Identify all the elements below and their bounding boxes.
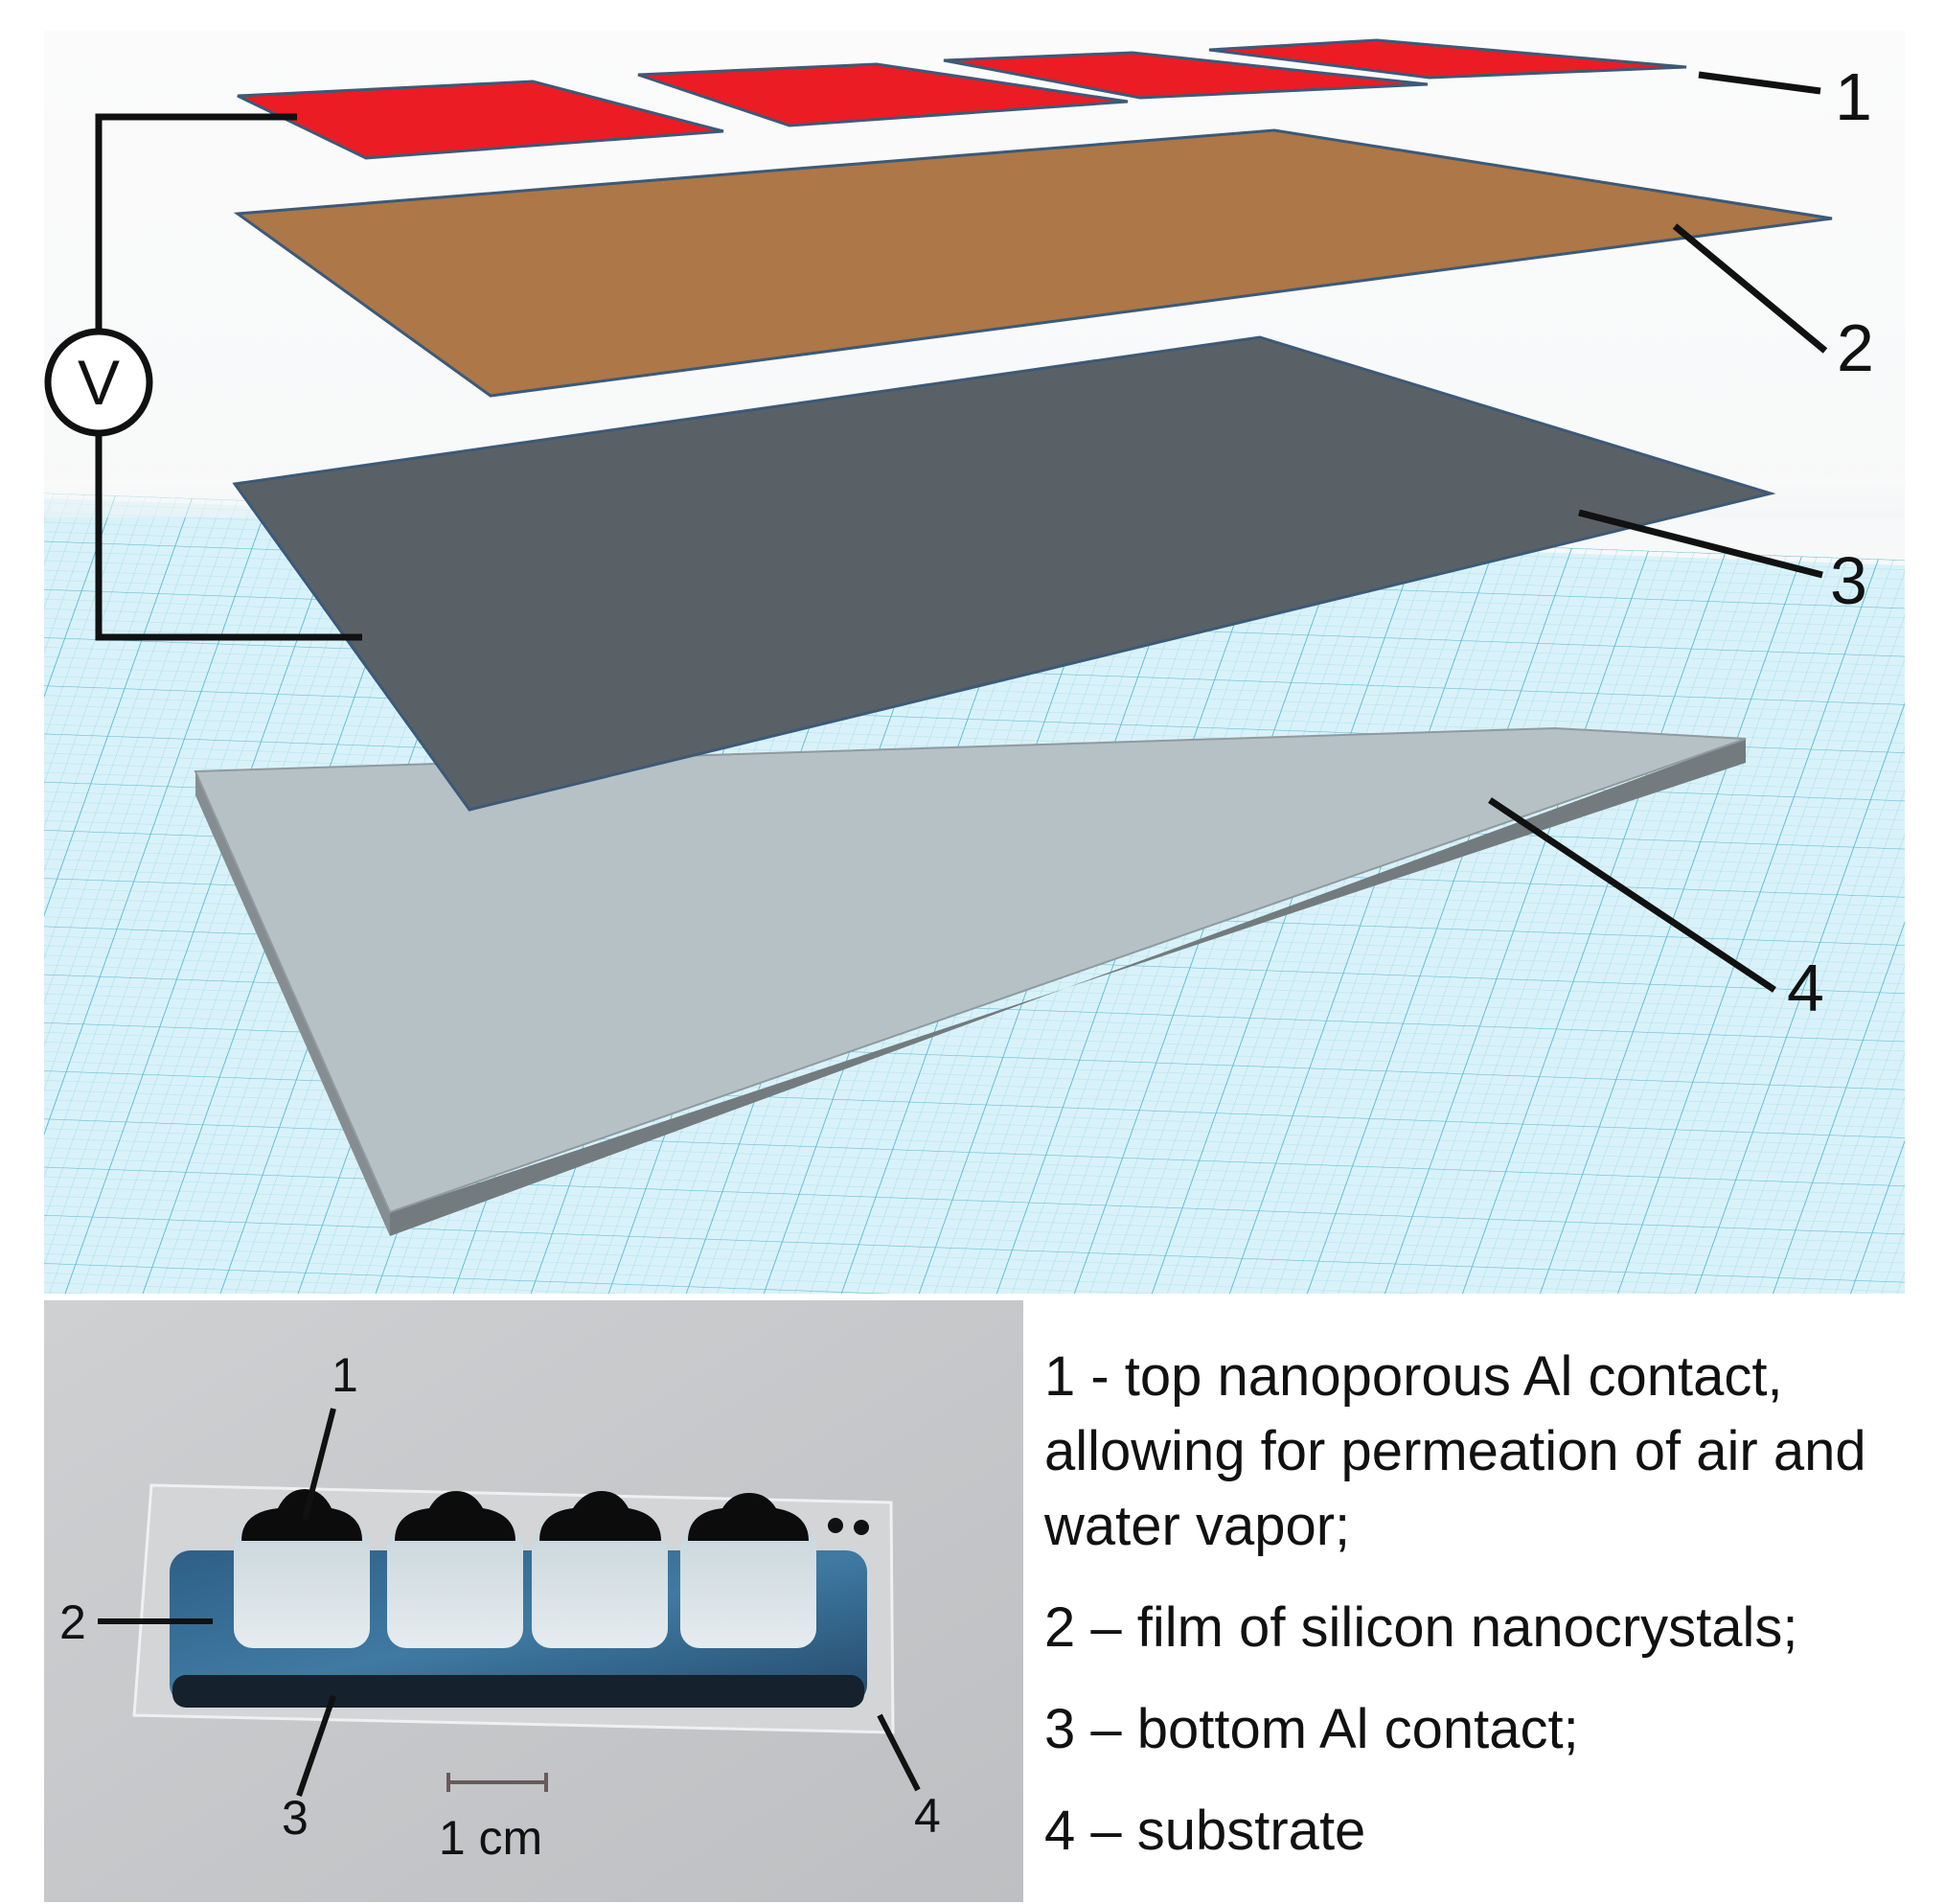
top-contact-pad-3 bbox=[943, 51, 1429, 100]
callout-1-leader bbox=[1698, 71, 1821, 95]
photo-label-3: 3 bbox=[282, 1791, 309, 1845]
device-photo: 1 2 3 4 1 cm bbox=[44, 1300, 1023, 1902]
legend-item-1: 1 - top nanoporous Al contact, allowing … bbox=[1044, 1345, 1866, 1557]
legend-item-2: 2 – film of silicon nanocrystals; bbox=[1044, 1596, 1798, 1659]
bottom-contact-layer bbox=[232, 335, 1776, 812]
photo-leaders bbox=[98, 1408, 921, 1797]
voltmeter-symbol bbox=[44, 328, 153, 437]
top-contact-pad-4 bbox=[1208, 38, 1687, 80]
callout-1-number: 1 bbox=[1835, 59, 1872, 134]
photo-label-2: 2 bbox=[59, 1595, 86, 1649]
photo-leader-4 bbox=[877, 1713, 921, 1792]
callout-leaders bbox=[1488, 71, 1828, 993]
callout-3-number: 3 bbox=[1830, 543, 1867, 618]
photo-leader-3 bbox=[296, 1695, 336, 1797]
legend-item-3: 3 – bottom Al contact; bbox=[1044, 1698, 1579, 1760]
top-contact-pad-2 bbox=[637, 62, 1129, 127]
voltmeter-label: V bbox=[78, 347, 120, 418]
photo-label-4: 4 bbox=[914, 1789, 941, 1843]
photo-leader-1 bbox=[302, 1408, 336, 1521]
upper-wire bbox=[95, 113, 297, 343]
top-contacts-layer bbox=[237, 38, 1687, 160]
substrate-layer bbox=[194, 726, 1747, 1236]
callout-2-leader bbox=[1672, 223, 1828, 354]
photo-marker-dot-1 bbox=[828, 1518, 843, 1533]
photo-marker-dot-2 bbox=[854, 1520, 869, 1535]
scale-bar: 1 cm bbox=[439, 1773, 548, 1865]
photo-pad-2 bbox=[387, 1491, 523, 1648]
substrate-top bbox=[194, 726, 1747, 1214]
figure-legend: 1 - top nanoporous Al contact, allowing … bbox=[1044, 1340, 1926, 1895]
voltmeter-circuit: V bbox=[44, 113, 362, 641]
photo-label-1: 1 bbox=[332, 1348, 358, 1402]
exploded-3d-render: V 1 2 3 4 bbox=[44, 31, 1905, 1294]
photo-pad-3 bbox=[532, 1491, 668, 1648]
substrate-front-side bbox=[195, 771, 390, 1236]
callout-3-leader bbox=[1578, 509, 1823, 579]
scale-bar-label: 1 cm bbox=[439, 1811, 542, 1865]
top-contact-pad-1 bbox=[237, 80, 724, 160]
photo-bottom-contact-strip bbox=[172, 1675, 864, 1708]
legend-item-4: 4 – substrate bbox=[1044, 1800, 1366, 1862]
substrate-right-side bbox=[390, 739, 1746, 1236]
callout-4-leader bbox=[1488, 797, 1776, 993]
callout-4-number: 4 bbox=[1787, 951, 1824, 1025]
callout-2-number: 2 bbox=[1837, 310, 1874, 385]
lower-wire bbox=[95, 422, 362, 641]
photo-top-contacts bbox=[234, 1489, 816, 1648]
photo-pad-4 bbox=[680, 1493, 816, 1648]
photo-pad-1 bbox=[234, 1489, 370, 1648]
silicon-film-layer bbox=[233, 128, 1833, 398]
